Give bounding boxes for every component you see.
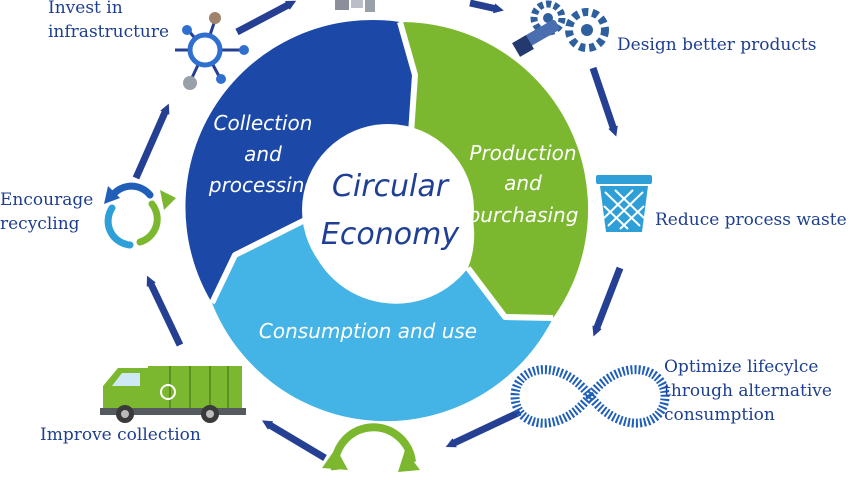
center-circle xyxy=(302,124,474,296)
arrow-top-to-design xyxy=(469,0,504,14)
segment-production-label-2: and xyxy=(504,171,542,195)
buildings-icon xyxy=(335,0,375,12)
label-optimize-line2: through alternative xyxy=(664,381,832,401)
label-encourage-line1: Encourage xyxy=(0,190,94,210)
arrow-encourage-to-invest xyxy=(132,103,170,180)
cycle-ring xyxy=(185,19,589,422)
label-improve: Improve collection xyxy=(40,425,201,445)
infinity-icon xyxy=(510,365,670,428)
arrow-improve-to-encourage xyxy=(146,275,184,347)
segment-production-label-3: purchasing xyxy=(467,203,579,227)
arrow-optimize-to-bottom xyxy=(445,408,522,448)
segment-collection-label-2: and xyxy=(244,142,282,166)
label-reduce: Reduce process waste xyxy=(655,210,847,230)
recycle-arrows-icon xyxy=(104,182,176,249)
arrow-bottom-to-improve xyxy=(261,420,327,462)
segment-collection-label-3: processing xyxy=(208,173,317,197)
label-invest-line1: Invest in xyxy=(48,0,123,18)
arrow-invest-to-top xyxy=(235,0,297,36)
label-optimize-line3: consumption xyxy=(664,405,775,425)
network-icon xyxy=(175,12,249,90)
segment-production-label-1: Production xyxy=(469,141,576,165)
segment-production xyxy=(400,21,589,319)
recycle-loop-icon xyxy=(322,423,420,472)
segment-consumption-label: Consumption and use xyxy=(259,319,477,343)
waste-basket-icon xyxy=(596,175,652,232)
label-invest-line2: infrastructure xyxy=(48,22,170,42)
center-title-line1: Circular xyxy=(332,169,450,204)
segment-collection-label-1: Collection xyxy=(214,111,313,135)
segment-collection xyxy=(185,19,415,303)
center-title-line2: Economy xyxy=(321,217,460,252)
gears-icon xyxy=(512,0,609,57)
garbage-truck-icon xyxy=(100,366,246,423)
arrow-design-to-reduce xyxy=(589,66,618,137)
label-design: Design better products xyxy=(617,35,817,55)
label-optimize-line1: Optimize lifecylce xyxy=(664,357,819,377)
flow-arrows xyxy=(132,0,624,462)
arrow-reduce-to-optimize xyxy=(592,266,624,337)
label-encourage-line2: recycling xyxy=(0,214,80,234)
